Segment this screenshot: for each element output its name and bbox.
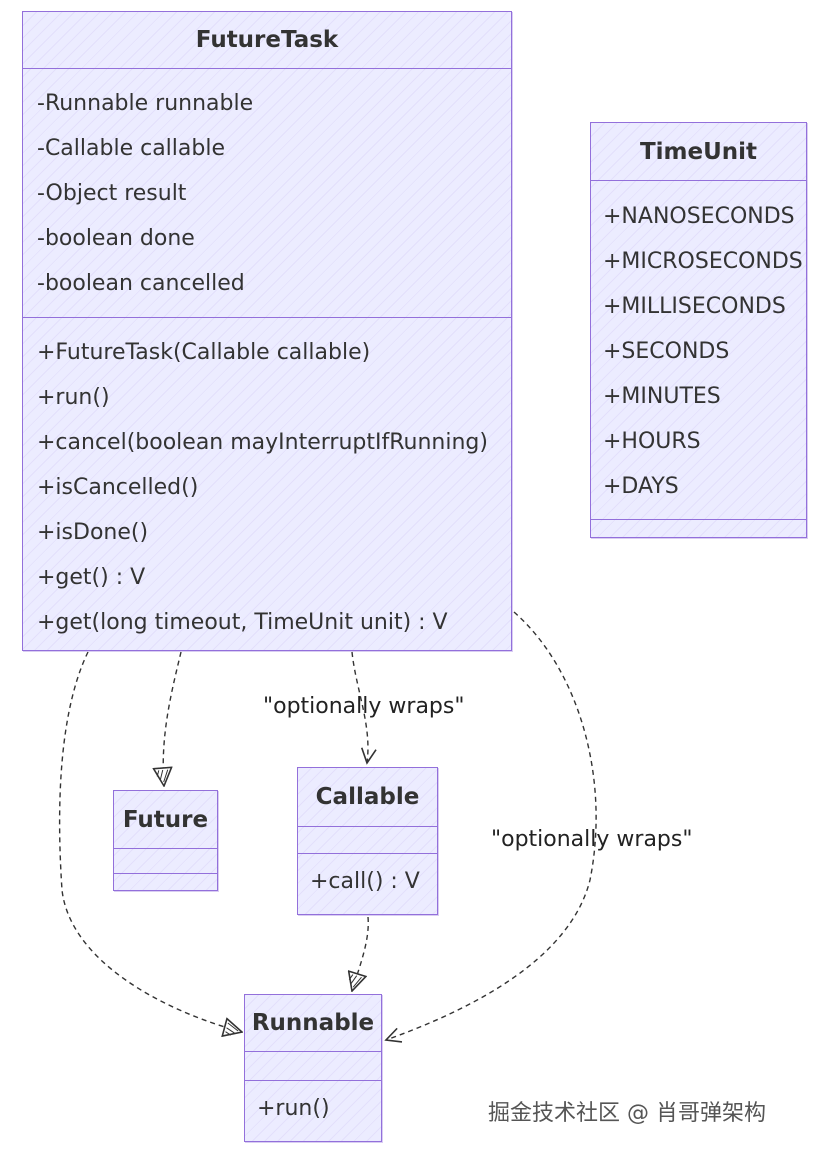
enum-constant: +SECONDS xyxy=(603,339,730,364)
class-runnable[interactable]: Runnable +run() xyxy=(244,994,382,1142)
class-futuretask-attributes: -Runnable runnable -Callable callable -O… xyxy=(23,69,511,318)
edge-label-optionally-wraps-callable: "optionally wraps" xyxy=(263,694,465,719)
class-runnable-name: Runnable xyxy=(245,995,381,1052)
attribute-row: -boolean cancelled xyxy=(37,271,245,296)
edge-futuretask-future xyxy=(163,651,182,786)
watermark: 掘金技术社区 @ 肖哥弹架构 xyxy=(488,1101,766,1126)
edge-label-optionally-wraps-runnable: "optionally wraps" xyxy=(491,827,693,852)
enum-constant: +MINUTES xyxy=(603,384,721,409)
class-future[interactable]: Future xyxy=(113,790,218,891)
method-row: +isDone() xyxy=(37,520,149,545)
attribute-row: -boolean done xyxy=(37,226,195,251)
method-row: +call() : V xyxy=(310,869,420,894)
class-runnable-attributes xyxy=(245,1052,381,1081)
enum-constant: +DAYS xyxy=(603,474,679,499)
class-futuretask-name: FutureTask xyxy=(23,12,511,69)
class-callable-attributes xyxy=(298,827,437,854)
enum-constant: +HOURS xyxy=(603,429,701,454)
class-future-name: Future xyxy=(114,791,217,849)
method-row: +run() xyxy=(37,385,110,410)
class-callable-name: Callable xyxy=(298,768,437,827)
method-row: +cancel(boolean mayInterruptIfRunning) xyxy=(37,430,488,455)
class-runnable-methods: +run() xyxy=(245,1081,381,1131)
edge-futuretask-runnable-wraps xyxy=(386,611,597,1040)
attribute-row: -Runnable runnable xyxy=(37,91,254,116)
edge-futuretask-callable xyxy=(351,651,368,763)
enum-constant: +NANOSECONDS xyxy=(603,204,795,229)
method-row: +run() xyxy=(257,1096,330,1121)
class-callable[interactable]: Callable +call() : V xyxy=(297,767,438,915)
attribute-row: -Callable callable xyxy=(37,136,225,161)
method-row: +get(long timeout, TimeUnit unit) : V xyxy=(37,610,448,635)
method-row: +FutureTask(Callable callable) xyxy=(37,340,371,365)
class-timeunit-name: TimeUnit xyxy=(591,123,806,181)
attribute-row: -Object result xyxy=(37,181,187,206)
class-callable-methods: +call() : V xyxy=(298,854,437,904)
class-future-attributes xyxy=(114,849,217,874)
class-timeunit-attributes: +NANOSECONDS +MICROSECONDS +MILLISECONDS… xyxy=(591,181,806,520)
class-timeunit[interactable]: TimeUnit +NANOSECONDS +MICROSECONDS +MIL… xyxy=(590,122,807,538)
class-futuretask[interactable]: FutureTask -Runnable runnable -Callable … xyxy=(22,11,512,651)
enum-constant: +MILLISECONDS xyxy=(603,294,786,319)
method-row: +get() : V xyxy=(37,565,146,590)
enum-constant: +MICROSECONDS xyxy=(603,249,803,274)
method-row: +isCancelled() xyxy=(37,475,199,500)
class-futuretask-methods: +FutureTask(Callable callable) +run() +c… xyxy=(23,318,511,645)
edge-callable-runnable xyxy=(352,916,369,991)
